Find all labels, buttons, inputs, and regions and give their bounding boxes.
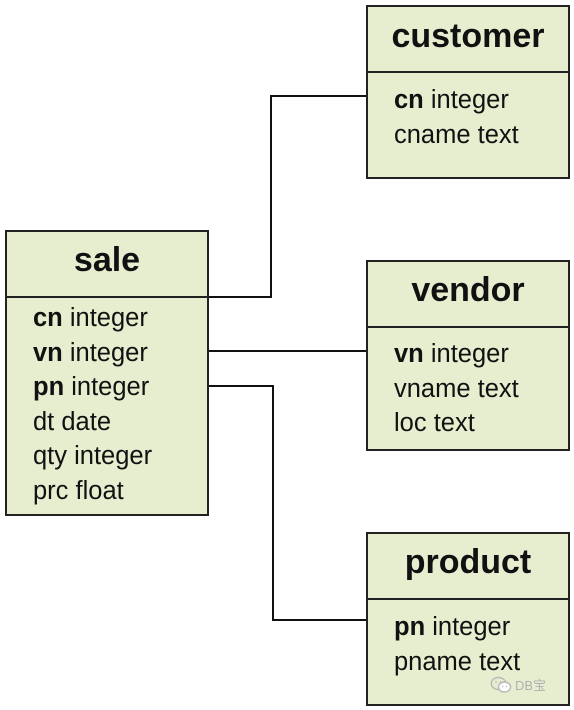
field-row: cname text [394,118,568,153]
field-name: loc [394,409,427,437]
connector-sale-customer [209,95,366,298]
field-type: text [433,409,475,437]
watermark-text: DB宝 [515,678,547,693]
field-row: prc float [33,474,207,509]
field-type: text [477,120,519,149]
field-name: vn [394,340,424,368]
field-name: dt [33,407,55,436]
field-name: pn [394,613,426,641]
table-title: vendor [368,262,568,328]
table-title: sale [7,232,207,298]
field-name: vn [33,338,63,367]
field-row: pname text [394,645,568,680]
field-name: cname [394,120,471,149]
field-type: text [479,647,521,676]
watermark: DB宝 [490,675,546,694]
table-title: customer [368,7,568,73]
field-type: integer [71,373,150,401]
field-row: loc text [394,406,568,441]
wechat-icon [490,676,512,694]
table-title: product [368,534,568,600]
field-name: qty [33,442,68,470]
field-type: integer [69,304,148,332]
field-type: text [477,374,519,403]
field-type: float [75,476,124,505]
field-name: cn [33,304,63,332]
field-type: integer [430,86,509,114]
field-row: dt date [33,405,207,440]
field-name: cn [394,86,424,114]
field-row: vname text [394,372,568,407]
field-type: integer [430,340,509,368]
field-row: cn integer [394,83,568,118]
field-row: vn integer [33,336,207,371]
field-row: pn integer [394,610,568,645]
field-row: cn integer [33,301,207,336]
field-row: vn integer [394,337,568,372]
field-type: date [61,407,112,436]
field-name: vname [394,374,471,403]
field-type: integer [69,338,148,367]
field-name: pn [33,373,65,401]
field-row: qty integer [33,439,207,474]
field-type: integer [74,442,153,470]
field-name: pname [394,647,472,676]
field-row: pn integer [33,370,207,405]
field-type: integer [432,613,511,641]
connector-sale-product [209,385,366,621]
field-name: prc [33,476,69,505]
